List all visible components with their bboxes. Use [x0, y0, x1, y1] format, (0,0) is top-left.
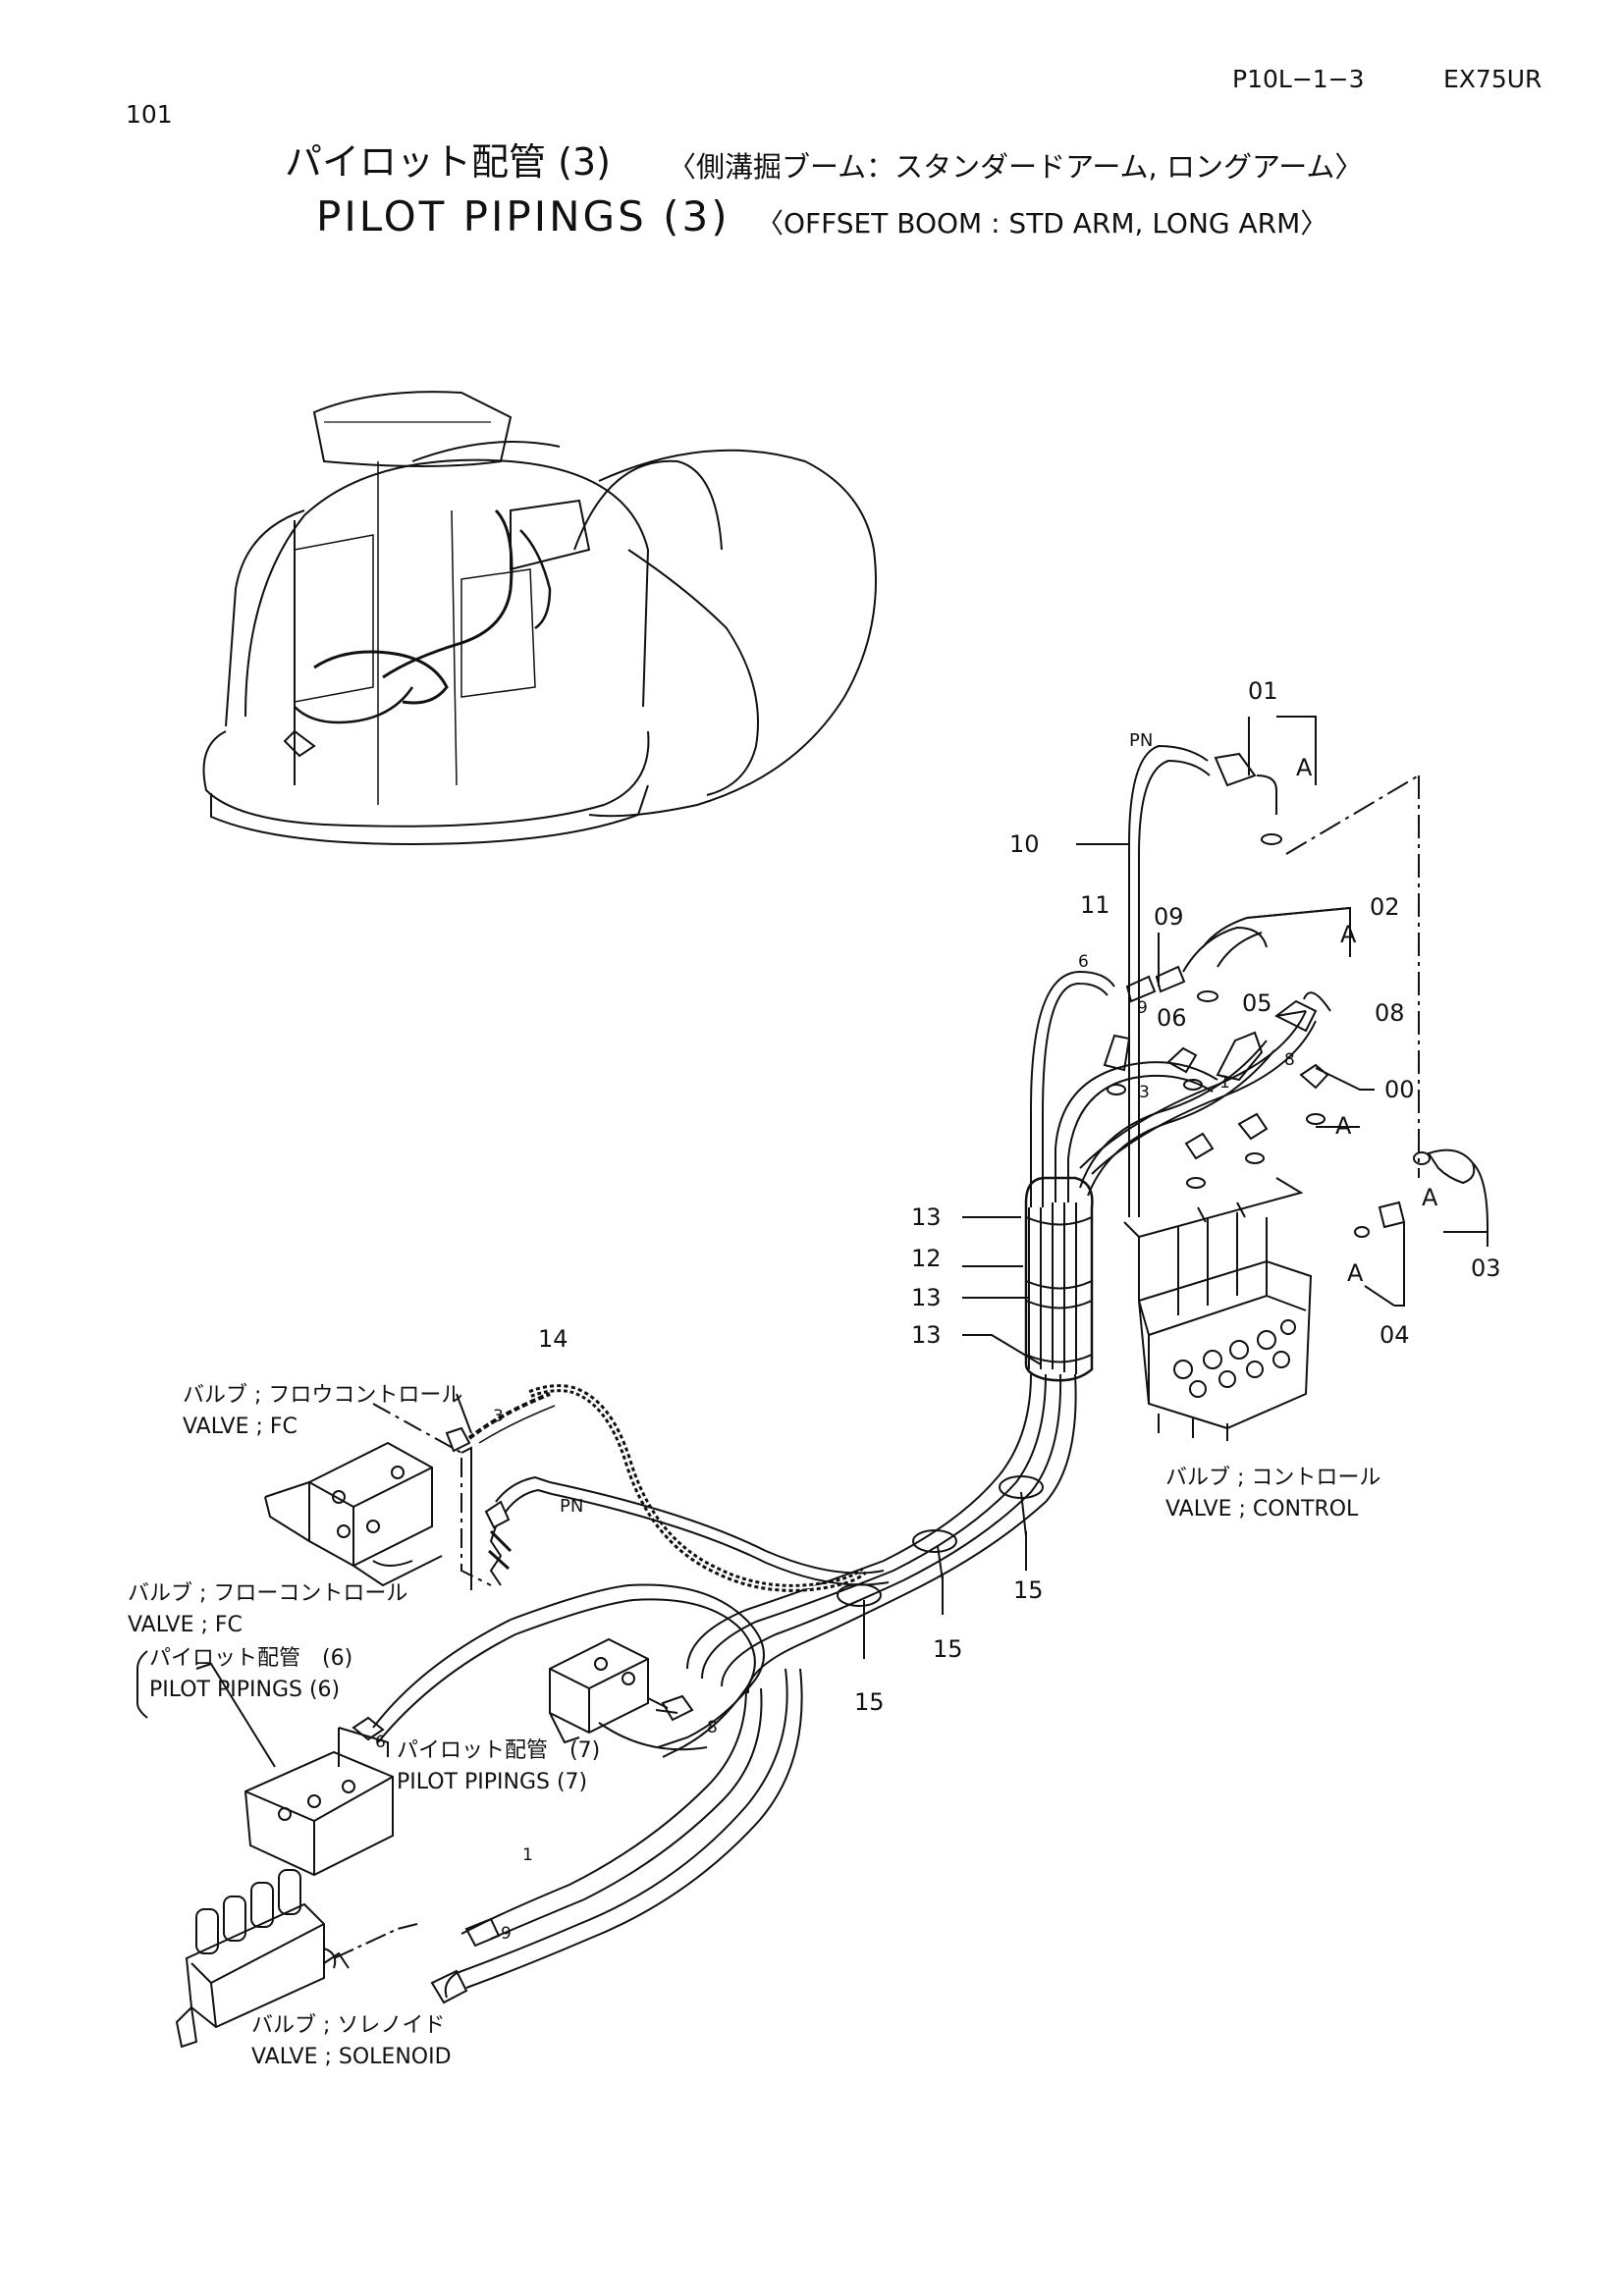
label-valve-fc-2-jp: バルブ ; フローコントロール — [128, 1581, 408, 1606]
ref-08: 08 — [1375, 999, 1405, 1027]
ref-11: 11 — [1080, 891, 1110, 919]
label-valve-control: バルブ ; コントロール VALVE ; CONTROL — [1165, 1463, 1380, 1525]
valve-solenoid-illustration — [175, 1869, 418, 2049]
hose-14 — [528, 1384, 867, 1592]
label-valve-control-jp: バルブ ; コントロール — [1165, 1466, 1381, 1490]
port-1-lower: 1 — [522, 1845, 533, 1865]
label-valve-solenoid-en: VALVE ; SOLENOID — [251, 2044, 452, 2069]
ref-04: 04 — [1380, 1321, 1410, 1349]
title-jp-subtitle: 〈側溝掘ブーム：スタンダードアーム, ロングアーム〉 — [668, 150, 1364, 184]
ref-15-mid: 15 — [933, 1635, 963, 1663]
ref-15-right: 15 — [1013, 1576, 1044, 1604]
mark-a-01: A — [1296, 754, 1313, 781]
leader-lines — [372, 716, 1488, 1659]
label-valve-fc-1: バルブ ; フロウコントロール VALVE ; FC — [183, 1380, 462, 1443]
ref-15-left: 15 — [854, 1688, 885, 1716]
valve-fc-lower-illustration — [195, 1662, 394, 1877]
pipe-pn-lower — [484, 1475, 890, 1586]
mark-a-03: A — [1422, 1184, 1438, 1211]
port-1-upper: 1 — [1219, 1073, 1230, 1093]
port-6-upper: 6 — [1078, 952, 1089, 972]
ref-13-bottom: 13 — [911, 1321, 942, 1349]
upper-pipes — [1030, 744, 1476, 1238]
label-pilot-pipings-6-en: PILOT PIPINGS (6) — [149, 1677, 341, 1702]
page-number: 101 — [126, 100, 173, 129]
valve-fc-upper-illustration — [264, 1392, 556, 1590]
ref-00: 00 — [1384, 1076, 1415, 1103]
port-8-lower: 8 — [707, 1718, 718, 1737]
label-valve-fc-1-en: VALVE ; FC — [183, 1414, 298, 1439]
ref-02: 02 — [1370, 893, 1400, 921]
ref-14: 14 — [538, 1325, 568, 1353]
mark-a-00: A — [1335, 1112, 1352, 1140]
ref-06: 06 — [1157, 1004, 1187, 1032]
label-pilot-pipings-7-en: PILOT PIPINGS (7) — [397, 1769, 588, 1794]
ref-12: 12 — [911, 1245, 942, 1272]
page-code: P10L−1−3 — [1232, 65, 1365, 93]
title-jp: パイロット配管 (3) — [285, 140, 611, 184]
port-9-upper: 9 — [1137, 998, 1148, 1018]
label-pilot-pipings-6-jp: パイロット配管 (6) — [149, 1646, 353, 1671]
port-9-lower: 9 — [501, 1924, 512, 1944]
port-3-upper: 3 — [1139, 1083, 1150, 1102]
label-valve-fc-2: バルブ ; フローコントロール VALVE ; FC — [128, 1578, 407, 1641]
title-en: PILOT PIPINGS (3) — [316, 192, 730, 240]
ref-13-mid: 13 — [911, 1284, 942, 1311]
pn-lower: PN — [560, 1496, 583, 1517]
label-pilot-pipings-7: パイロット配管 (7) PILOT PIPINGS (7) — [397, 1735, 600, 1798]
excavator-cab-illustration — [202, 391, 877, 846]
ref-09: 09 — [1154, 903, 1184, 931]
label-valve-solenoid-jp: バルブ ; ソレノイド — [251, 2013, 446, 2038]
lower-pipe-loops — [372, 1583, 803, 2004]
pn-upper: PN — [1129, 730, 1153, 751]
label-pilot-pipings-6: パイロット配管 (6) PILOT PIPINGS (6) — [149, 1643, 352, 1706]
ref-01: 01 — [1248, 677, 1278, 705]
port-6-lower: 6 — [375, 1733, 386, 1752]
mark-a-02: A — [1340, 921, 1357, 948]
label-valve-control-en: VALVE ; CONTROL — [1165, 1496, 1359, 1522]
mark-a-04: A — [1347, 1259, 1364, 1287]
port-3-lower: 3 — [493, 1407, 504, 1426]
port-8-upper: 8 — [1284, 1050, 1295, 1070]
ref-10: 10 — [1009, 830, 1040, 858]
bracket-block-illustration — [549, 1637, 694, 1744]
label-valve-fc-2-en: VALVE ; FC — [128, 1612, 243, 1637]
ref-05: 05 — [1242, 989, 1272, 1017]
title-en-subtitle: 〈OFFSET BOOM : STD ARM, LONG ARM〉 — [756, 207, 1328, 240]
ref-03: 03 — [1471, 1255, 1501, 1282]
label-valve-solenoid: バルブ ; ソレノイド VALVE ; SOLENOID — [251, 2010, 452, 2073]
brace-pilot-6 — [136, 1650, 148, 1719]
control-valve-illustration — [1123, 1177, 1313, 1441]
label-valve-fc-1-jp: バルブ ; フロウコントロール — [183, 1383, 463, 1408]
model-code: EX75UR — [1443, 65, 1542, 93]
pipe-bundle — [686, 1176, 1094, 1694]
ref-13-top: 13 — [911, 1203, 942, 1231]
